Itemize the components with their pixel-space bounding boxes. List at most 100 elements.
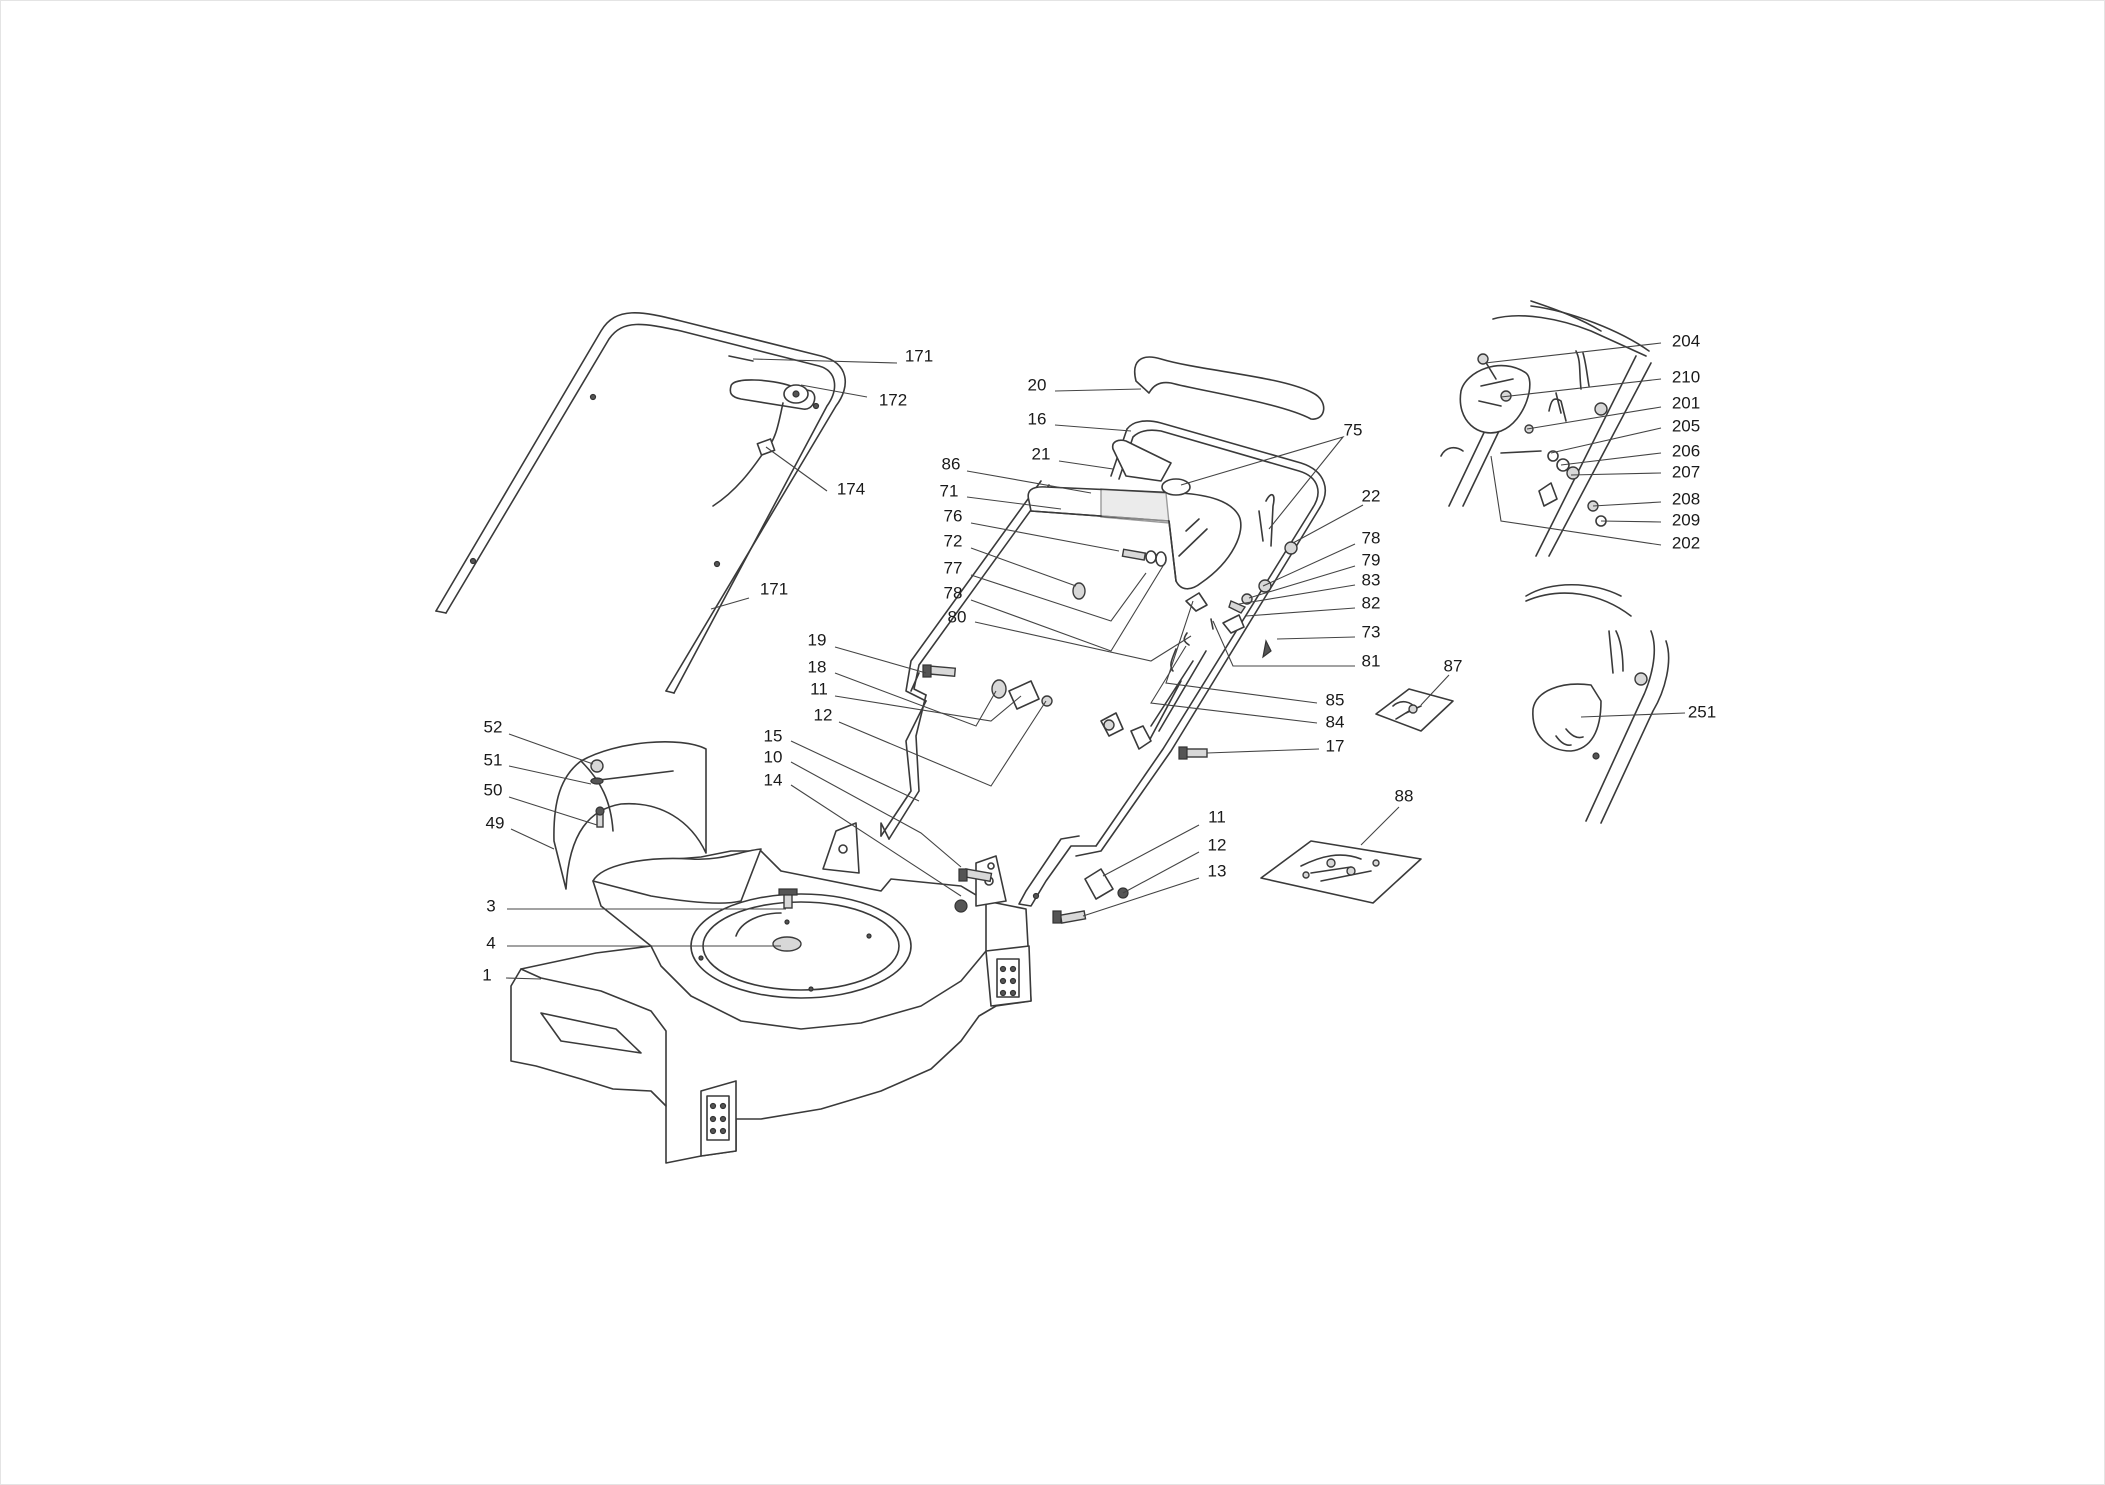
leader-line-12 [838, 700, 1047, 787]
callout-13: 13 [1208, 861, 1227, 880]
callout-49: 49 [486, 813, 505, 832]
callout-171: 171 [760, 579, 788, 598]
leader-line-207 [1570, 472, 1662, 476]
leader-line-88 [1360, 806, 1400, 846]
callout-76: 76 [944, 506, 963, 525]
hardware-bag-88 [1260, 840, 1422, 904]
lower-handle [880, 356, 1327, 924]
leader-line-210 [1500, 378, 1662, 398]
leader-line-251 [1580, 712, 1686, 718]
leader-line-10 [790, 761, 962, 868]
callout-77: 77 [944, 558, 963, 577]
callout-202: 202 [1672, 533, 1700, 552]
mower-deck [510, 822, 1032, 1164]
leader-line-52 [508, 733, 594, 765]
leader-line-206 [1560, 452, 1662, 466]
callout-82: 82 [1362, 593, 1381, 612]
callout-207: 207 [1672, 462, 1700, 481]
callout-71: 71 [940, 481, 959, 500]
leader-line-171 [752, 358, 898, 364]
leader-line-76 [970, 522, 1120, 552]
detail-handle-cover [1525, 584, 1670, 824]
callout-87: 87 [1444, 656, 1463, 675]
callout-75: 75 [1344, 420, 1363, 439]
leader-line-205 [1550, 427, 1662, 454]
callout-4: 4 [486, 933, 495, 952]
leader-line-17 [1206, 748, 1320, 754]
leader-line-20 [1054, 388, 1142, 392]
callout-251: 251 [1688, 702, 1716, 721]
leader-line-12 [1122, 851, 1200, 894]
callout-204: 204 [1672, 331, 1700, 350]
callout-11: 11 [1208, 807, 1226, 826]
hardware-bag-87 [1375, 688, 1454, 732]
callout-172: 172 [879, 390, 907, 409]
callout-78: 78 [944, 583, 963, 602]
callout-174: 174 [837, 479, 865, 498]
leader-line-174 [765, 446, 828, 492]
callout-52: 52 [484, 717, 503, 736]
rear-flap [553, 741, 707, 890]
leader-line-51 [508, 765, 592, 785]
callout-208: 208 [1672, 489, 1700, 508]
leader-line-81 [1212, 620, 1355, 667]
callout-80: 80 [948, 607, 967, 626]
callout-1: 1 [482, 965, 491, 984]
leader-line-49 [510, 828, 555, 850]
leader-line-16 [1054, 424, 1132, 432]
callout-50: 50 [484, 780, 503, 799]
callout-85: 85 [1326, 690, 1345, 709]
leader-line-13 [1082, 877, 1200, 917]
leader-line-19 [834, 646, 927, 674]
callout-201: 201 [1672, 393, 1700, 412]
callout-18: 18 [808, 657, 827, 676]
leader-line-83 [1238, 584, 1356, 605]
leader-line-87 [1420, 674, 1450, 706]
callout-12: 12 [1208, 835, 1227, 854]
callout-12: 12 [814, 705, 833, 724]
leader-line-78 [1262, 543, 1356, 587]
leader-line-80 [974, 621, 1192, 662]
callout-16: 16 [1028, 409, 1047, 428]
callout-83: 83 [1362, 570, 1381, 589]
leader-line-208 [1592, 501, 1662, 507]
callout-72: 72 [944, 531, 963, 550]
leader-line-22 [1292, 504, 1364, 544]
leader-line-15 [790, 740, 920, 802]
leader-line-84 [1150, 645, 1318, 724]
callout-labels: 1341011111212131415161718192021224950515… [482, 331, 1716, 984]
callout-88: 88 [1395, 786, 1414, 805]
callout-20: 20 [1028, 375, 1047, 394]
leader-line-11 [834, 695, 1022, 722]
callout-14: 14 [764, 770, 783, 789]
callout-3: 3 [486, 896, 495, 915]
leader-line-201 [1526, 406, 1662, 430]
leader-line-209 [1600, 520, 1662, 523]
leader-line-172 [800, 384, 868, 398]
callout-78: 78 [1362, 528, 1381, 547]
callout-11: 11 [810, 679, 828, 698]
leader-line-73 [1276, 636, 1356, 640]
leader-line-21 [1058, 460, 1114, 470]
callout-206: 206 [1672, 441, 1700, 460]
callout-86: 86 [942, 454, 961, 473]
callout-84: 84 [1326, 712, 1345, 731]
callout-51: 51 [484, 750, 503, 769]
upper-handle-left [435, 312, 846, 694]
leader-line-86 [966, 470, 1092, 494]
callout-19: 19 [808, 630, 827, 649]
callout-205: 205 [1672, 416, 1700, 435]
callout-81: 81 [1362, 651, 1381, 670]
leader-line-204 [1484, 342, 1662, 364]
callout-209: 209 [1672, 510, 1700, 529]
leader-line-50 [508, 796, 598, 826]
callout-79: 79 [1362, 550, 1381, 569]
leader-line-75 [1180, 435, 1345, 530]
leader-line-72 [970, 547, 1077, 587]
leader-line-77 [970, 572, 1147, 622]
leader-line-171 [710, 597, 750, 610]
callout-21: 21 [1032, 444, 1051, 463]
leader-line-85 [1165, 600, 1318, 704]
